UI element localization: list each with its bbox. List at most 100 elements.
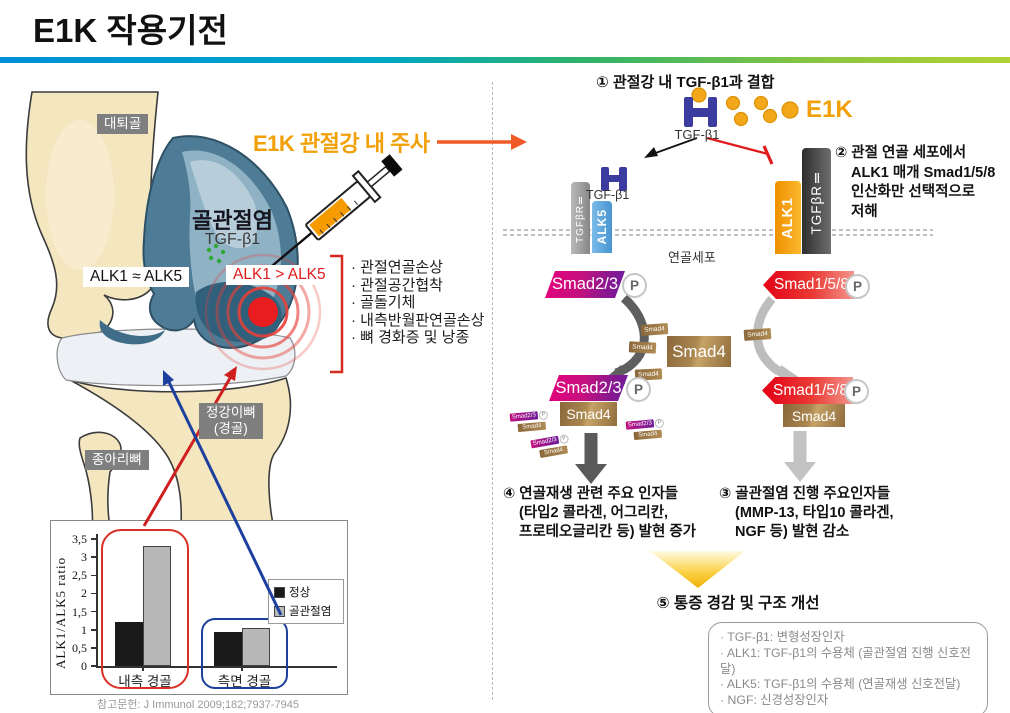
tgfbr2-right-text: TGFβRⅡ [808,167,824,235]
mini-p: P [538,410,549,421]
y-tick: 0,5 [72,640,87,655]
glossary-box: · TGF-β1: 변형성장인자 · ALK1: TGF-β1의 수용체 (골관… [708,622,988,713]
page-title: E1K 작용기전 [33,12,228,49]
step3-line: ③ 골관절염 진행 주요인자들 [719,486,891,502]
bar-normal-medial [115,622,143,666]
injection-title: E1K 관절강 내 주사 [253,131,430,156]
symptom-item: · 내측반월판연골손상 [351,311,485,329]
y-tick: 2 [81,586,87,601]
down-arrow-left [575,433,607,484]
y-tickmark [91,647,96,649]
smad4-in-complex-right: Smad4 [783,404,845,427]
section-divider [492,82,493,700]
syringe-icon [271,154,403,267]
tgfb1-molecule-bound [601,167,627,191]
symptom-item: · 뼈 경화증 및 낭종 [351,329,470,347]
step2-line: 인산화만 선택적으로 [851,184,976,200]
femur-label: 대퇴골 [97,114,149,134]
phospho-badge: P [626,377,651,402]
tgfbr2-receptor-left: TGFβRⅡ [571,182,590,254]
tgfb1-left-label: TGF-β1 [204,231,261,248]
y-tick: 0 [81,659,87,673]
y-tickmark [91,665,96,667]
fibula-label: 종아리뼈 [85,450,149,470]
step4-line: 프로테오글리칸 등) 발현 증가 [519,524,696,540]
lateral-highlight-box [201,618,288,689]
legend-swatch-oa [274,605,285,617]
x-tickmark [241,666,243,671]
chart-legend: 정상 골관절염 [268,579,344,624]
smad23-complex: Smad2/3 [549,375,628,401]
step2-line: ALK1 매개 Smad1/5/8 [851,164,996,181]
step3-label: ③ 골관절염 진행 주요인자들 (MMP-13, 타입10 콜라겐, NGF 등… [719,485,894,542]
legend-swatch-normal [274,586,285,598]
y-tickmark [91,574,96,576]
mini-smad23: Smad2/3 [511,412,537,421]
cartilage-oa [99,135,299,349]
category-medial: 내측 경골 [118,674,172,689]
cell-label: 연골세포 [668,250,716,265]
alk-ratio-chart: ALK1/ALK5 ratio 0 0,5 1 1,5 2 2,5 3 3,5 … [50,520,348,695]
glossary-item: · NGF: 신경성장인자 [720,693,829,708]
smad4-in-complex-left: Smad4 [560,402,617,426]
cell-membrane [503,229,933,236]
step3-line: (MMP-13, 타입10 콜라겐, [735,505,894,521]
y-tick: 1 [81,622,87,637]
bar-normal-lateral [214,632,242,666]
y-tickmark [91,629,96,631]
glossary-item: · TGF-β1: 변형성장인자 [720,630,845,644]
glossary-item: · ALK1: TGF-β1의 수용체 (골관절염 진행 신호전달) [720,645,971,676]
tgfbr2-receptor-right: TGFβRⅡ [802,148,831,254]
mini-p: P [558,433,570,445]
alk5-receptor: ALK5 [592,201,612,253]
symptom-item: · 골돌기체 [351,294,416,312]
alk5-text: ALK5 [595,209,609,245]
down-arrow-right [784,431,816,482]
alk1-text: ALK1 [780,196,796,239]
glossary-item: · ALK5: TGF-β1의 수용체 (연골재생 신호전달) [720,677,961,692]
tgfb1-bound-label: TGF-β1 [586,188,630,202]
mini-smad23: Smad2/3 [532,437,558,448]
funnel-triangle [650,551,745,588]
smad4-pool: Smad4 [667,336,731,367]
y-tick: 1,5 [72,604,87,619]
tgfb1-dots [206,243,226,264]
step2-label: ② 관절 연골 세포에서 ALK1 매개 Smad1/5/8 인산화만 선택적으… [835,144,995,222]
tibia-label-line2: (경골) [213,420,248,436]
alk1-receptor: ALK1 [775,181,801,254]
smad4-tag: Smad4 [743,328,772,341]
y-tickmark [91,556,96,558]
tibia-label-line1: 정강이뼈 [206,405,256,420]
bar-oa-lateral [242,628,270,666]
smad4-tag: Smad4 [628,341,657,354]
symptoms-bracket [330,254,344,374]
x-tickmark [142,666,144,671]
symptom-item: · 관절공간협착 [351,276,443,294]
step2-line: ② 관절 연골 세포에서 [835,145,967,161]
mini-smad23: Smad2/3 [627,420,653,429]
symptom-item: · 관절연골손상 [351,259,443,276]
tgfbr2-left-text: TGFβRⅡ [575,193,586,243]
e1k-label: E1K [806,96,853,123]
category-lateral: 측면 경골 [217,674,272,689]
medial-highlight-box [101,529,189,689]
smad158-phospho-top: Smad1/5/8 [763,271,854,299]
legend-label-normal: 정상 [289,587,311,599]
inhibition-line [706,136,774,165]
step4-label: ④ 연골재생 관련 주요 인자들 (타입2 콜라겐, 어그리칸, 프로테오글리칸… [503,485,696,542]
y-tick: 2,5 [72,568,87,583]
chart-source: 참고문헌: J Immunol 2009;182;7937-7945 [97,699,299,711]
binding-arrow [644,137,698,158]
smad4-tag: Smad4 [640,323,669,336]
step4-line: ④ 연골재생 관련 주요 인자들 [503,486,679,502]
phospho-badge: P [622,273,647,298]
step1-label: ① 관절강 내 TGF-β1과 결합 [596,74,775,91]
mini-p: P [654,418,665,429]
y-tick: 3,5 [72,532,87,546]
smad-curved-arrow-right [753,296,800,385]
y-axis [96,534,98,667]
alk-normal-label: ALK1 ≈ ALK5 [83,267,190,287]
symptom-list: · 관절연골손상 · 관절공간협착 · 골돌기체 · 내측반월판연골손상 · 뼈… [351,259,484,347]
